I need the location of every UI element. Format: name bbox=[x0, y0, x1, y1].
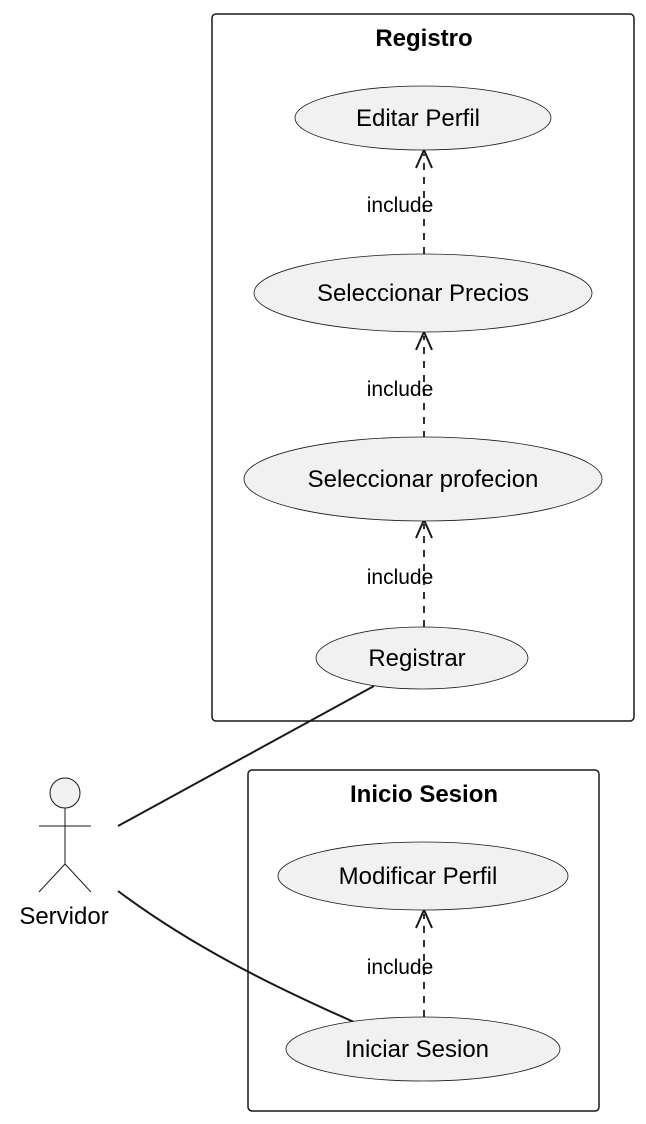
use-case-label: Seleccionar profecion bbox=[308, 466, 539, 493]
actor-right-leg bbox=[64, 863, 92, 893]
use-case-iniciar-sesion: Iniciar Sesion bbox=[285, 1016, 561, 1082]
actor-left-leg bbox=[38, 863, 66, 893]
include-label: include bbox=[367, 566, 434, 589]
package-registro-frame bbox=[211, 13, 635, 722]
use-case-label: Modificar Perfil bbox=[339, 863, 498, 890]
include-label: include bbox=[367, 956, 434, 979]
association-servidor-registrar bbox=[117, 685, 375, 827]
use-case-ellipse bbox=[253, 253, 593, 333]
use-case-seleccionar-precios: Seleccionar Precios bbox=[253, 253, 593, 333]
use-case-registrar: Registrar bbox=[315, 626, 529, 690]
actor-servidor: Servidor bbox=[19, 777, 109, 930]
use-case-modificar-perfil: Modificar Perfil bbox=[277, 841, 569, 911]
package-registro: Registro bbox=[211, 13, 635, 722]
use-case-ellipse bbox=[294, 85, 552, 151]
use-case-editar-perfil: Editar Perfil bbox=[294, 85, 552, 151]
package-inicio-sesion-title: Inicio Sesion bbox=[350, 781, 498, 808]
include-label: include bbox=[367, 378, 434, 401]
package-registro-title: Registro bbox=[375, 25, 472, 52]
use-case-label: Registrar bbox=[368, 645, 465, 672]
actor-name: Servidor bbox=[19, 903, 108, 930]
use-case-ellipse bbox=[277, 841, 569, 911]
use-case-seleccionar-profecion: Seleccionar profecion bbox=[243, 436, 603, 522]
actor-stick-figure-icon bbox=[38, 777, 92, 893]
use-case-ellipse bbox=[243, 436, 603, 522]
use-case-label: Iniciar Sesion bbox=[345, 1036, 489, 1063]
actor-head bbox=[49, 777, 81, 809]
use-case-label: Editar Perfil bbox=[356, 105, 480, 132]
use-case-ellipse bbox=[315, 626, 529, 690]
use-case-label: Seleccionar Precios bbox=[317, 280, 529, 307]
include-label: include bbox=[367, 194, 434, 217]
use-case-ellipse bbox=[285, 1016, 561, 1082]
association-servidor-iniciar-sesion bbox=[117, 890, 355, 1023]
